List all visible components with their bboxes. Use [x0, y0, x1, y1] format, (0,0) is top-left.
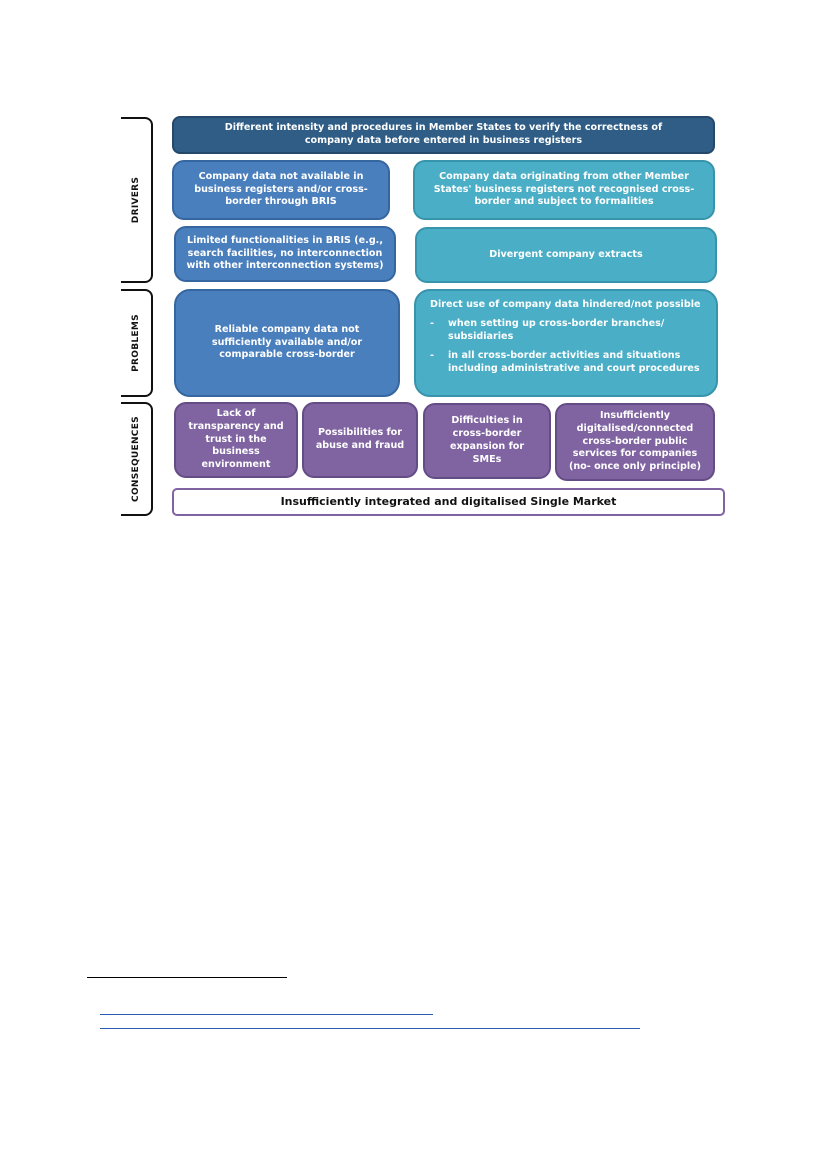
problems-bracket: Problems [121, 289, 153, 397]
problem-left-box: Reliable company data not sufficiently a… [174, 289, 400, 397]
single-market-text: Insufficiently integrated and digitalise… [280, 494, 617, 508]
driver-top-text: Different intensity and procedures in Me… [224, 122, 663, 146]
consequence-text-3: Difficulties in cross-border expansion f… [449, 415, 525, 465]
driver-top-box: Different intensity and procedures in Me… [172, 116, 715, 154]
problem-left-text: Reliable company data not sufficiently a… [211, 323, 363, 361]
consequence-text-2: Possibilities for abuse and fraud [315, 427, 405, 451]
problem-right-box: Direct use of company data hindered/not … [414, 289, 718, 397]
single-market-box: Insufficiently integrated and digitalise… [172, 488, 725, 516]
consequence-box-2: Possibilities for abuse and fraud [302, 402, 418, 478]
footnote-link-1[interactable] [100, 1014, 433, 1015]
driver-right-1-text: Company data originating from other Memb… [433, 170, 695, 208]
problem-right-heading: Direct use of company data hindered/not … [430, 299, 701, 310]
problem-bullet: - in all cross-border activities and sit… [430, 350, 702, 376]
consequences-bracket: Consequences [121, 402, 153, 516]
consequence-text-4: Insufficiently digitalised/connected cro… [568, 409, 702, 473]
drivers-label: Drivers [131, 176, 141, 224]
consequence-box-4: Insufficiently digitalised/connected cro… [555, 403, 715, 481]
driver-right-1-box: Company data originating from other Memb… [413, 160, 715, 220]
consequences-label: Consequences [131, 416, 141, 502]
problem-bullet-text: when setting up cross-border branches/ s… [448, 317, 665, 342]
problems-label: Problems [131, 314, 142, 372]
driver-left-1-text: Company data not available in business r… [194, 170, 368, 208]
drivers-bracket: Drivers [121, 117, 153, 283]
driver-left-2-box: Limited functionalities in BRIS (e.g., s… [174, 226, 396, 282]
bullet-dash: - [430, 317, 434, 329]
driver-left-1-box: Company data not available in business r… [172, 160, 390, 220]
problem-bullet: - when setting up cross-border branches/… [430, 318, 702, 344]
problem-bullet-text: in all cross-border activities and situa… [448, 349, 700, 374]
consequence-text-1: Lack of transparency and trust in the bu… [188, 407, 284, 471]
driver-right-2-text: Divergent company extracts [489, 248, 643, 260]
consequence-box-1: Lack of transparency and trust in the bu… [174, 402, 298, 478]
footnote-separator [87, 977, 287, 978]
driver-left-2-text: Limited functionalities in BRIS (e.g., s… [186, 234, 384, 272]
bullet-dash: - [430, 349, 434, 361]
driver-right-2-box: Divergent company extracts [415, 227, 717, 283]
footnote-link-2[interactable] [100, 1028, 640, 1029]
consequence-box-3: Difficulties in cross-border expansion f… [423, 403, 551, 479]
